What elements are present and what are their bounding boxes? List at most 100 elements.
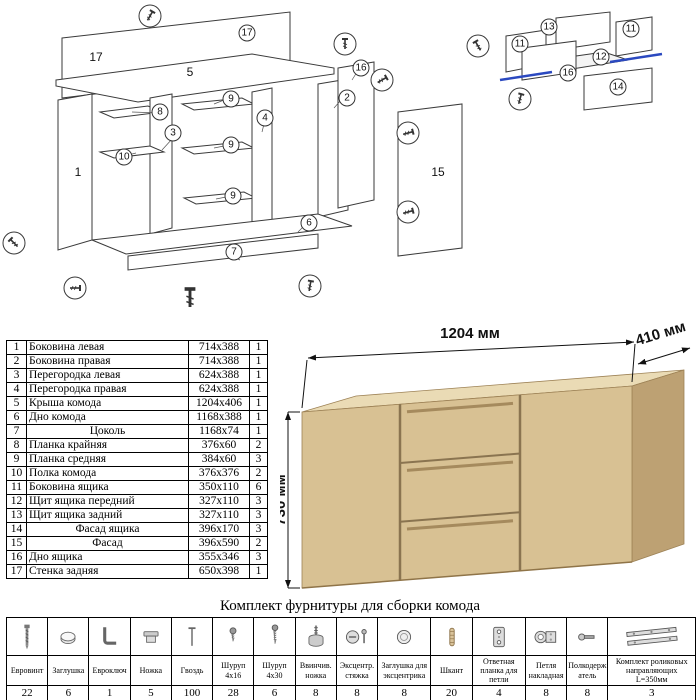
part-bottom-panel [91,213,353,255]
part-qty: 3 [249,522,268,537]
hardware-table: Евровинт 22 Заглушка 6 Евроключ 1 Ножка … [6,617,696,700]
hardware-qty: 8 [401,687,408,699]
hardware-qty: 100 [183,687,201,699]
hardware-name: Полкодержатель [567,656,608,686]
part-number: 10 [6,466,27,481]
diagram-callout-11: 11 [511,35,529,53]
hardware-item: Полкодержатель 8 [567,618,609,700]
hardware-item: Петля накладная 8 [525,618,568,700]
part-top-panel [55,53,335,103]
part-number: 4 [6,382,27,397]
part-size: 650x398 [188,564,250,579]
hardware-item: Ввинчив. ножка 8 [295,618,337,700]
part-size: 714x388 [188,340,250,355]
hardware-name: Ответная планка для петли [472,656,525,686]
hardware-qty: 22 [21,687,33,699]
hardware-name: Ввинчив. ножка [295,656,336,686]
diagram-callout-14: 14 [609,78,627,96]
part-size: 1168x74 [188,424,250,439]
part-qty: 3 [249,508,268,523]
part-name: Щит ящика задний [26,508,189,523]
part-size: 384x60 [188,452,250,467]
part-qty: 3 [249,550,268,565]
commode-front-face [301,385,633,589]
diagram-callout-17: 17 [89,50,103,64]
part-name: Перегородка левая [26,368,189,383]
hardware-item: Заглушка для эксцентрика 8 [378,618,432,700]
hardware-name: Гвоздь [171,656,213,686]
part-size: 1168x388 [188,410,250,425]
part-size: 624x388 [188,368,250,383]
part-plinth [127,233,319,271]
hex-key-icon [89,618,130,656]
part-name: Дно ящика [26,550,189,565]
part-number: 14 [6,522,27,537]
hardware-name: Шуруп 4x16 [213,656,254,686]
part-number: 16 [6,550,27,565]
dimension-lines [285,339,691,589]
part-qty: 1 [249,424,268,439]
hardware-qty: 8 [354,687,360,699]
part-size: 1204x406 [188,396,250,411]
width-dimension-label: 1204 мм [440,325,500,342]
hardware-item: Ответная планка для петли 4 [472,618,526,700]
hardware-name: Шкант [431,656,472,686]
part-name: Перегородка правая [26,382,189,397]
diagram-callout-11: 11 [622,20,640,38]
hardware-item: Евроключ 1 [89,618,131,700]
diagram-callout-2: 2 [338,89,356,107]
cap-icon [48,618,89,656]
base-shadow [301,561,633,589]
hardware-qty: 20 [446,687,458,699]
drawer-gap-1 [399,452,521,464]
hardware-item: Шкант 20 [431,618,473,700]
diagram-callout-9: 9 [222,90,240,108]
part-name: Цоколь [26,424,189,439]
hardware-item: Шуруп 4x16 28 [213,618,255,700]
part-qty: 1 [249,340,268,355]
part-qty: 6 [249,480,268,495]
part-qty: 1 [249,368,268,383]
hardware-qty: 3 [648,687,655,699]
part-number: 3 [6,368,27,383]
hardware-qty: 8 [313,687,319,699]
part-qty: 2 [249,438,268,453]
part-name: Планка средняя [26,452,189,467]
part-size: 624x388 [188,382,250,397]
drawer-rail-icon [608,618,695,656]
part-qty: 2 [249,536,268,551]
hinge-icon [525,618,567,656]
part-qty: 3 [249,494,268,509]
hardware-qty: 8 [543,687,549,699]
part-size: 396x590 [188,536,250,551]
part-name: Фасад [26,536,189,551]
hardware-name: Комплект роликовых направляющих L=350мм [608,656,695,686]
part-qty: 3 [249,452,268,467]
part-number: 5 [6,396,27,411]
part-number: 8 [6,438,27,453]
hardware-item: Гвоздь 100 [171,618,214,700]
hardware-name: Петля накладная [525,656,567,686]
diagram-callout-12: 12 [592,48,610,66]
screw-4x16-icon [213,618,254,656]
shelf-pin-icon [567,618,608,656]
part-name: Боковина ящика [26,480,189,495]
threaded-foot-icon [295,618,336,656]
hardware-kit-title: Комплект фурнитуры для сборки комода [219,598,480,614]
hardware-qty: 8 [584,687,591,699]
diagram-callout-13: 13 [540,18,558,36]
part-name: Фасад ящика [26,522,189,537]
part-qty: 2 [249,466,268,481]
part-qty: 1 [249,354,268,369]
hardware-item: Заглушка 6 [48,618,90,700]
part-number: 6 [6,410,27,425]
diagram-callout-6: 6 [300,214,318,232]
